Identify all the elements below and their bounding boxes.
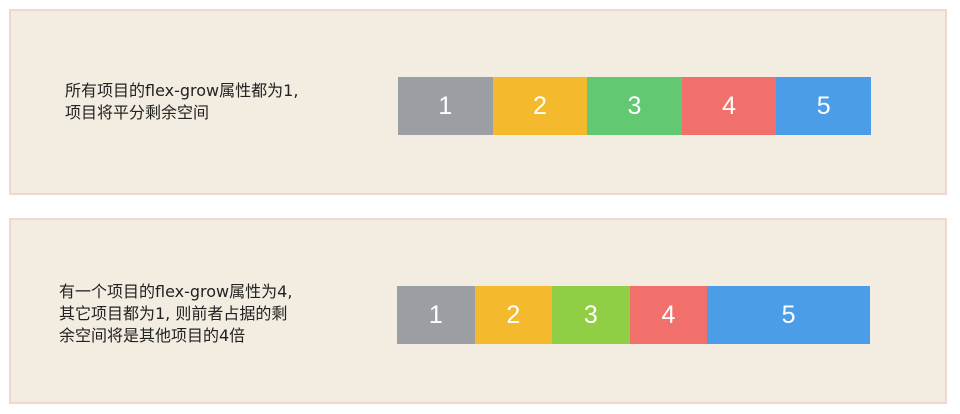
caption-line: 其它项目都为1, 则前者占据的剩: [59, 304, 288, 323]
caption-line: 所有项目的flex-grow属性都为1,: [65, 81, 299, 100]
flex-container-weighted: 1 2 3 4 5: [397, 286, 871, 344]
panel-equal-grow: 所有项目的flex-grow属性都为1, 项目将平分剩余空间 1 2 3 4 5: [9, 9, 947, 195]
caption-equal-grow: 所有项目的flex-grow属性都为1, 项目将平分剩余空间: [65, 80, 298, 124]
flex-item-5: 5: [776, 77, 871, 135]
caption-line: 有一个项目的flex-grow属性为4,: [59, 282, 293, 301]
flex-item-2: 2: [474, 286, 553, 344]
flex-item-2: 2: [492, 77, 588, 135]
flex-item-5: 5: [707, 286, 871, 344]
flex-item-1: 1: [398, 77, 493, 135]
flex-item-4: 4: [681, 77, 777, 135]
flex-item-3: 3: [587, 77, 682, 135]
flex-item-1: 1: [397, 286, 475, 344]
caption-weighted-grow: 有一个项目的flex-grow属性为4, 其它项目都为1, 则前者占据的剩 余空…: [59, 281, 292, 347]
caption-line: 项目将平分剩余空间: [65, 103, 210, 122]
flex-container-equal: 1 2 3 4 5: [398, 77, 871, 135]
panel-weighted-grow: 有一个项目的flex-grow属性为4, 其它项目都为1, 则前者占据的剩 余空…: [9, 218, 947, 404]
flex-item-4: 4: [629, 286, 708, 344]
flex-item-3: 3: [552, 286, 630, 344]
caption-line: 余空间将是其他项目的4倍: [59, 326, 246, 345]
